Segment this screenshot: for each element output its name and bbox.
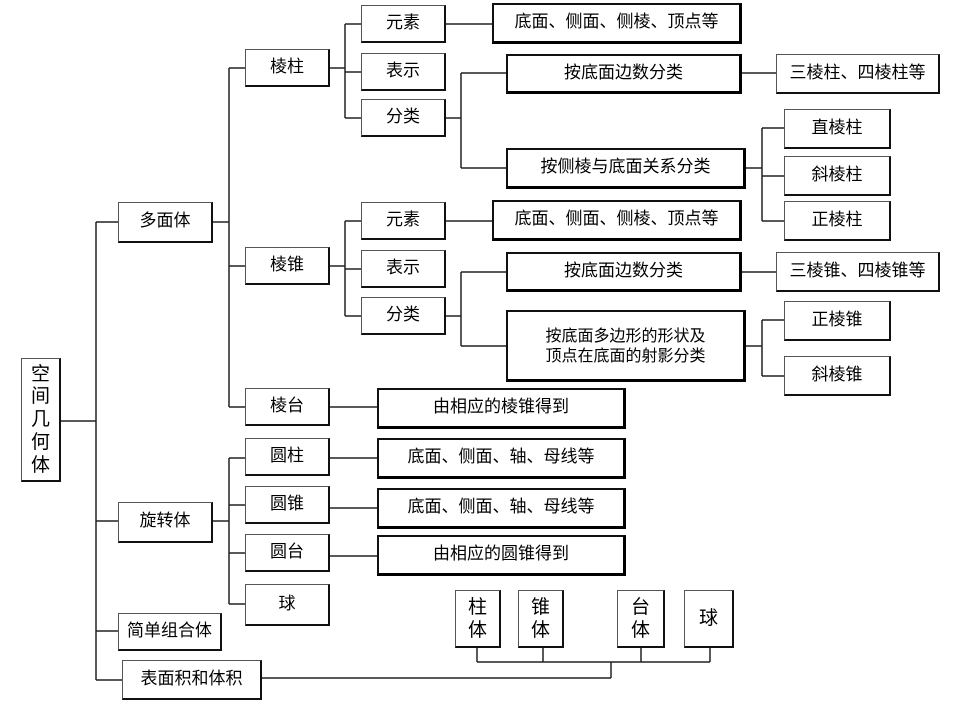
- node-label: 表面积和体积: [140, 668, 243, 689]
- node-cylinder-detail: 底面、侧面、轴、母线等: [377, 438, 626, 479]
- node-cone-detail: 底面、侧面、轴、母线等: [377, 488, 626, 529]
- node-pyramid-classification: 分类: [361, 297, 446, 335]
- node-frustum-solids: 台 体: [617, 590, 665, 648]
- node-prism-by-base-edges: 按底面边数分类: [506, 54, 742, 94]
- node-pyramid-notation: 表示: [361, 250, 446, 288]
- node-cylinder: 圆柱: [245, 438, 330, 476]
- node-pyramid-cone-solids: 锥 体: [518, 590, 564, 648]
- node-label: 按侧棱与底面关系分类: [540, 157, 711, 178]
- node-label: 正棱锥: [811, 309, 863, 330]
- node-pyramid-elements-detail: 底面、侧面、侧棱、顶点等: [492, 200, 742, 241]
- node-label: 底面、侧面、侧棱、顶点等: [514, 12, 719, 33]
- node-right-prism: 直棱柱: [784, 109, 891, 149]
- node-prism-by-lateral-edge: 按侧棱与底面关系分类: [506, 148, 746, 189]
- node-prism-notation: 表示: [361, 53, 446, 91]
- node-pyramid-by-projection: 按底面多边形的形状及 顶点在底面的射影分类: [506, 310, 746, 382]
- node-polyhedron: 多面体: [118, 202, 213, 243]
- node-label: 由相应的圆锥得到: [433, 544, 569, 565]
- root-char: 体: [30, 453, 50, 476]
- node-label: 表示: [386, 257, 420, 278]
- node-label: 棱台: [270, 395, 304, 416]
- node-solid-of-revolution: 旋转体: [118, 502, 213, 543]
- node-label: 圆锥: [270, 493, 304, 514]
- node-oblique-prism: 斜棱柱: [784, 156, 891, 196]
- node-prism: 棱柱: [245, 49, 330, 87]
- node-char: 锥: [530, 595, 550, 618]
- node-prism-elements-detail: 底面、侧面、侧棱、顶点等: [492, 3, 742, 44]
- node-label: 表示: [386, 60, 420, 81]
- node-label: 圆台: [270, 541, 304, 562]
- node-label-line: 顶点在底面的射影分类: [545, 345, 706, 365]
- node-prism-cylinder-solids: 柱 体: [455, 590, 501, 648]
- root-char: 几: [30, 408, 50, 431]
- node-label: 圆柱: [270, 445, 304, 466]
- node-label: 正棱柱: [811, 209, 863, 230]
- node-area-volume: 表面积和体积: [122, 660, 262, 700]
- node-composite-solid: 简单组合体: [118, 613, 222, 651]
- node-pyramid-by-base-edges: 按底面边数分类: [506, 252, 742, 292]
- node-char: 体: [467, 618, 487, 641]
- node-char: 体: [530, 618, 550, 641]
- node-regular-pyramid: 正棱锥: [784, 301, 891, 341]
- node-label: 三棱柱、四棱柱等: [789, 62, 926, 83]
- root-node-space-geometry: 空 间 几 何 体: [21, 358, 61, 482]
- node-sphere-solid: 球: [684, 590, 734, 648]
- node-label: 分类: [386, 106, 420, 127]
- node-label: 斜棱柱: [811, 164, 863, 185]
- node-label: 底面、侧面、轴、母线等: [407, 447, 595, 468]
- node-label: 分类: [386, 304, 420, 325]
- node-frustum-detail: 由相应的棱锥得到: [377, 388, 626, 429]
- node-prism-elements: 元素: [361, 5, 446, 43]
- node-pyramid-base-edges-result: 三棱锥、四棱锥等: [776, 252, 940, 292]
- node-label: 按底面边数分类: [564, 62, 683, 83]
- node-label: 由相应的棱锥得到: [433, 397, 569, 418]
- node-label: 旋转体: [139, 511, 191, 532]
- node-oblique-pyramid: 斜棱锥: [784, 356, 891, 396]
- node-label: 按底面边数分类: [564, 260, 683, 281]
- node-label: 简单组合体: [127, 620, 212, 641]
- node-pyramid: 棱锥: [245, 247, 330, 285]
- root-char: 何: [30, 430, 50, 453]
- node-cone-frustum-detail: 由相应的圆锥得到: [377, 535, 626, 576]
- node-char: 球: [698, 607, 718, 630]
- node-label: 三棱锥、四棱锥等: [789, 260, 926, 281]
- node-label: 元素: [386, 12, 420, 33]
- node-pyramid-elements: 元素: [361, 202, 446, 240]
- root-char: 空: [30, 362, 50, 385]
- node-label: 元素: [386, 209, 420, 230]
- node-sphere: 球: [245, 584, 330, 626]
- node-label: 底面、侧面、轴、母线等: [407, 497, 595, 518]
- node-cone-frustum: 圆台: [245, 534, 330, 572]
- node-label: 球: [278, 593, 296, 614]
- node-label: 底面、侧面、侧棱、顶点等: [514, 209, 719, 230]
- node-char: 体: [630, 618, 650, 641]
- node-prism-classification: 分类: [361, 99, 446, 137]
- node-frustum: 棱台: [245, 388, 330, 426]
- node-label: 多面体: [139, 211, 191, 232]
- node-label-line: 按底面多边形的形状及: [545, 325, 706, 345]
- node-char: 台: [630, 595, 650, 618]
- node-label: 直棱柱: [811, 117, 863, 138]
- node-regular-prism: 正棱柱: [784, 201, 891, 241]
- node-label: 棱柱: [270, 56, 304, 77]
- node-label: 棱锥: [270, 254, 304, 275]
- root-char: 间: [30, 385, 50, 408]
- node-label: 斜棱锥: [811, 364, 863, 385]
- node-cone: 圆锥: [245, 486, 330, 524]
- node-prism-base-edges-result: 三棱柱、四棱柱等: [776, 54, 940, 94]
- node-char: 柱: [467, 595, 487, 618]
